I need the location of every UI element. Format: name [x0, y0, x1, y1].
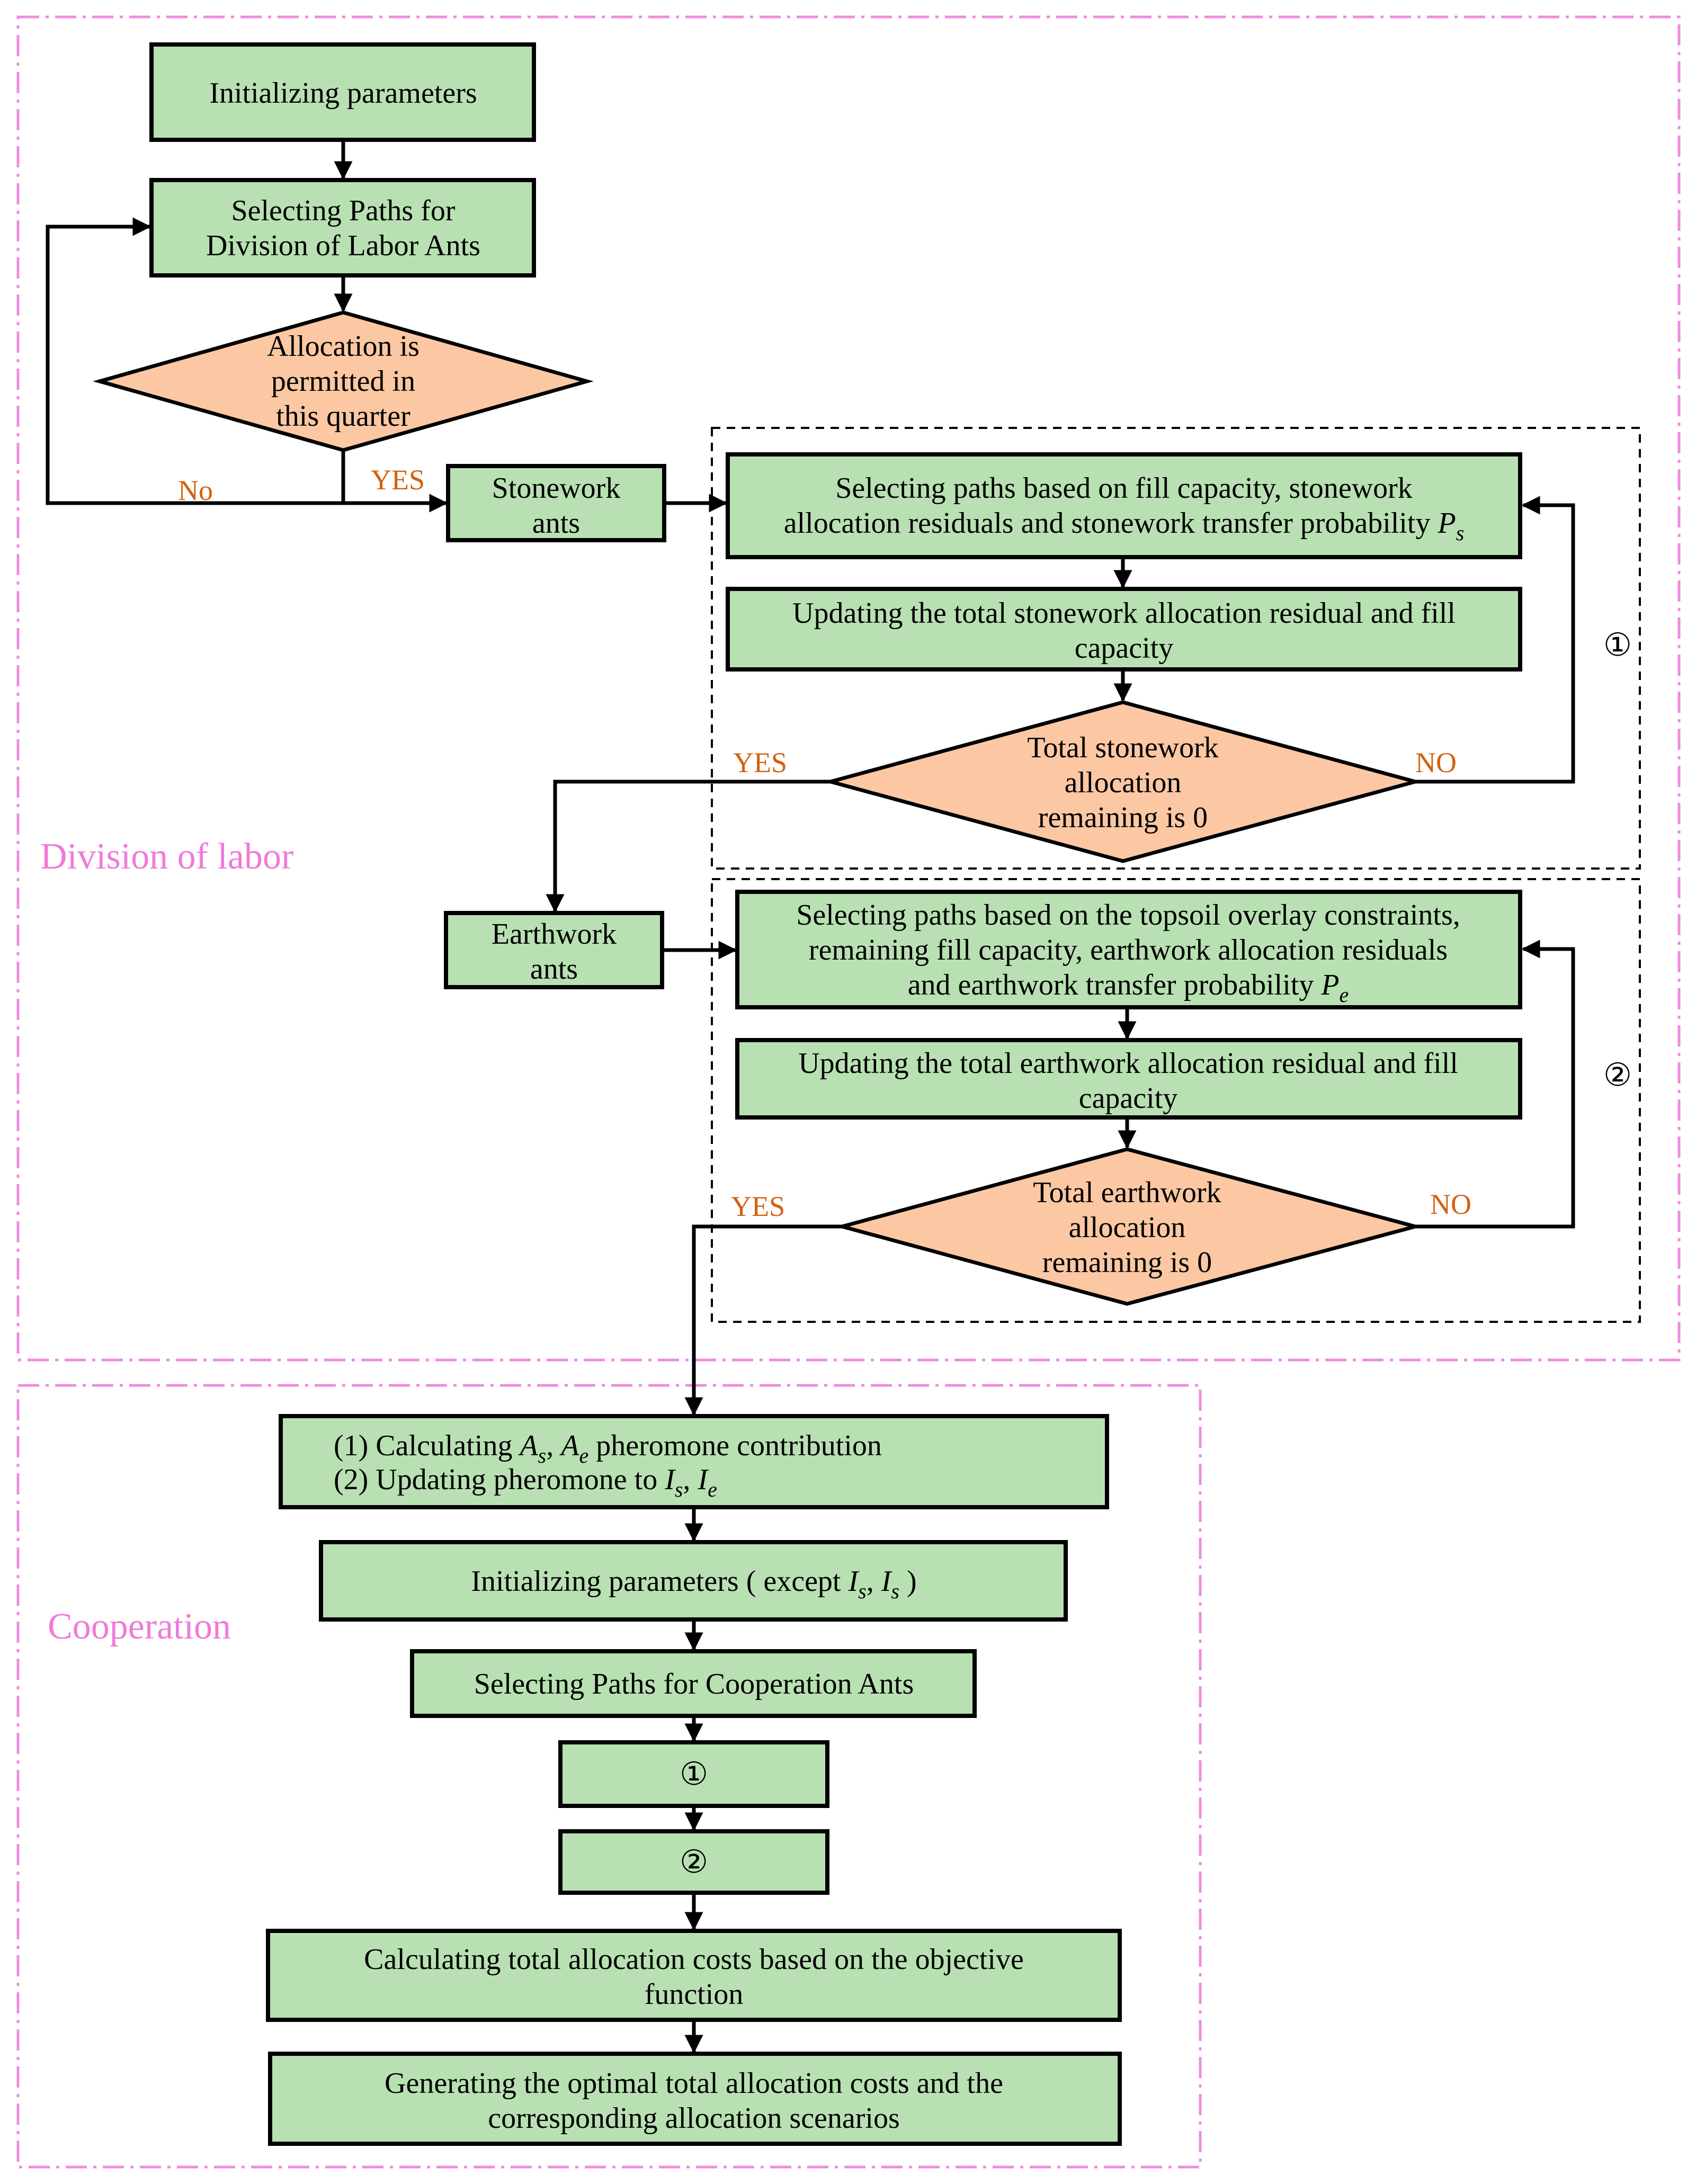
ae-subscript: e	[579, 1444, 588, 1467]
earthwork-select-line2: remaining fill capacity, earthwork alloc…	[809, 934, 1448, 966]
no-label: No	[178, 475, 213, 506]
connector-no-loop	[46, 217, 345, 505]
earthwork-select-line3-text: and earthwork transfer probability	[908, 969, 1322, 1001]
stonework-check-line2: allocation	[1065, 766, 1182, 799]
stonework-update-line2: capacity	[1075, 632, 1174, 665]
is-symbol: I	[664, 1463, 676, 1496]
stonework-select-node: Selecting paths based on fill capacity, …	[726, 452, 1522, 559]
is-symbol: I	[881, 1565, 892, 1598]
stonework-update-line1: Updating the total stonework allocation …	[792, 597, 1456, 630]
pheromone-line1-text: (1) Calculating	[334, 1429, 520, 1462]
stonework-update-node: Updating the total stonework allocation …	[726, 587, 1522, 672]
earthwork-check-line2: allocation	[1069, 1211, 1186, 1244]
earthwork-check-line1: Total earthwork	[1033, 1176, 1221, 1209]
earthwork-select-line3: and earthwork transfer probability Pe	[908, 969, 1349, 1007]
ie-symbol: I	[697, 1463, 709, 1496]
as-subscript: s	[538, 1444, 547, 1467]
earthwork-update-line1: Updating the total earthwork allocation …	[798, 1047, 1458, 1080]
stonework-check-decision: Total stonework allocation remaining is …	[823, 700, 1423, 863]
earthwork-update-line2: capacity	[1079, 1082, 1178, 1115]
pheromone-line2-text: (2) Updating pheromone to	[334, 1463, 665, 1496]
yes-label: YES	[371, 464, 425, 496]
sym-sep: ,	[683, 1463, 698, 1496]
ps-subscript: s	[1456, 521, 1465, 545]
init-node: Initializing parameters	[149, 42, 536, 142]
ref2-node: ②	[558, 1829, 829, 1895]
ref2-text: ②	[680, 1845, 708, 1879]
stonework-loop-border	[711, 427, 1641, 870]
stonework-ants-line2: ants	[532, 507, 580, 540]
optimal-line1: Generating the optimal total allocation …	[385, 2067, 1003, 2100]
close-paren: )	[899, 1565, 917, 1598]
sym-sep: ,	[867, 1565, 881, 1598]
calc-cost-line1: Calculating total allocation costs based…	[364, 1943, 1024, 1976]
connector-earth-no	[1415, 939, 1575, 1229]
connector-stone-no	[1415, 496, 1575, 784]
stonework-select-line2-text: allocation residuals and stonework trans…	[784, 507, 1438, 540]
stonework-select-line2: allocation residuals and stonework trans…	[784, 507, 1465, 545]
pheromone-line1-tail: pheromone contribution	[588, 1429, 882, 1462]
ie-subscript: e	[708, 1478, 717, 1501]
pheromone-node: (1) Calculating As, Ae pheromone contrib…	[279, 1414, 1109, 1509]
is-symbol: I	[848, 1565, 860, 1598]
yes-label: YES	[733, 747, 787, 778]
permit-line1: Allocation is	[267, 330, 419, 363]
earthwork-select-line1: Selecting paths based on the topsoil ove…	[796, 899, 1460, 932]
pe-symbol: P	[1320, 969, 1339, 1001]
permit-decision: Allocation is permitted in this quarter	[93, 310, 594, 452]
connector-stone-yes	[546, 780, 831, 913]
calc-cost-node: Calculating total allocation costs based…	[266, 1929, 1122, 2022]
optimal-line2: corresponding allocation scenarios	[488, 2102, 900, 2135]
loop2-marker: ②	[1603, 1058, 1632, 1093]
permit-line2: permitted in	[271, 365, 415, 398]
earthwork-ants-line1: Earthwork	[492, 918, 617, 951]
yes-label: YES	[731, 1191, 785, 1222]
stonework-check-line3: remaining is 0	[1038, 801, 1208, 834]
optimal-node: Generating the optimal total allocation …	[268, 2052, 1122, 2146]
loop1-marker: ①	[1603, 628, 1632, 663]
init-text: Initializing parameters	[209, 77, 477, 110]
select-coop-node: Selecting Paths for Cooperation Ants	[410, 1649, 977, 1718]
earthwork-ants-line2: ants	[530, 953, 578, 986]
sym-sep: ,	[546, 1429, 561, 1462]
select-division-line1: Selecting Paths for	[231, 194, 455, 227]
cooperation-section-border	[16, 1384, 1202, 2169]
stonework-check-line1: Total stonework	[1027, 731, 1219, 764]
is-subscript: s	[675, 1478, 683, 1501]
no-label: NO	[1430, 1188, 1471, 1220]
calc-cost-line2: function	[645, 1978, 744, 2011]
cooperation-section-label: Cooperation	[48, 1606, 231, 1647]
division-section-label: Division of labor	[40, 836, 293, 877]
stonework-ants-node: Stonework ants	[446, 464, 666, 542]
init-except-node: Initializing parameters ( except Is, Is …	[319, 1540, 1068, 1622]
pheromone-line1: (1) Calculating As, Ae pheromone contrib…	[334, 1429, 882, 1467]
ae-symbol: A	[559, 1429, 579, 1462]
earthwork-loop-border	[711, 878, 1641, 1323]
earthwork-check-line3: remaining is 0	[1042, 1246, 1212, 1279]
is-subscript: s	[891, 1579, 899, 1603]
connector-earth-yes	[684, 1224, 842, 1416]
ref1-text: ①	[680, 1757, 708, 1792]
earthwork-check-decision: Total earthwork allocation remaining is …	[835, 1147, 1423, 1306]
is-subscript: s	[858, 1579, 867, 1603]
no-label: NO	[1415, 747, 1457, 778]
as-symbol: A	[517, 1429, 538, 1462]
pheromone-line2: (2) Updating pheromone to Is, Ie	[334, 1463, 717, 1501]
permit-line3: this quarter	[276, 400, 410, 433]
earthwork-select-node: Selecting paths based on the topsoil ove…	[735, 890, 1522, 1009]
select-coop-text: Selecting Paths for Cooperation Ants	[474, 1668, 914, 1700]
init-except-text: Initializing parameters ( except Is, Is …	[471, 1565, 916, 1603]
stonework-select-line1: Selecting paths based on fill capacity, …	[835, 472, 1413, 505]
ps-symbol: P	[1437, 507, 1456, 540]
division-section-border	[16, 15, 1681, 1362]
select-division-node: Selecting Paths for Division of Labor An…	[149, 178, 536, 278]
earthwork-update-node: Updating the total earthwork allocation …	[735, 1038, 1522, 1120]
pe-subscript: e	[1340, 983, 1349, 1007]
ref1-node: ①	[558, 1740, 829, 1808]
earthwork-ants-node: Earthwork ants	[444, 911, 664, 989]
stonework-ants-line1: Stonework	[492, 472, 621, 505]
select-division-line2: Division of Labor Ants	[206, 229, 480, 262]
init-except-label: Initializing parameters ( except	[471, 1565, 848, 1598]
